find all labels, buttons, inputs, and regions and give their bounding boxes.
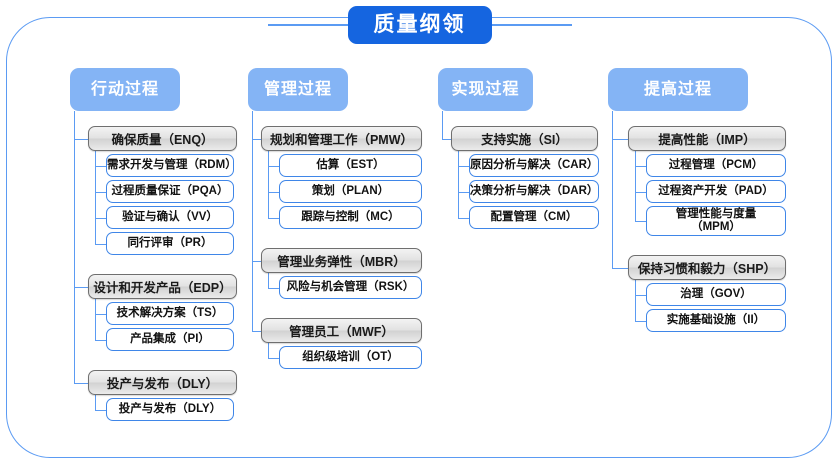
connector-elbow	[95, 243, 106, 245]
connector-trunk	[74, 111, 76, 383]
connector-elbow	[268, 217, 279, 219]
connector-elbow	[635, 294, 646, 296]
connector-trunk	[635, 280, 637, 321]
category-box[interactable]: 投产与发布（DLY）	[88, 370, 237, 395]
connector-trunk	[268, 273, 270, 288]
sub-item-box[interactable]: 组织级培训（OT）	[279, 346, 422, 369]
sub-item-box[interactable]: 验证与确认（VV）	[106, 206, 234, 229]
sub-item-box[interactable]: 过程管理（PCM）	[646, 154, 786, 177]
connector-elbow	[268, 191, 279, 193]
sub-item-box[interactable]: 原因分析与解决（CAR）	[469, 154, 599, 177]
sub-item-box[interactable]: 过程资产开发（PAD）	[646, 180, 786, 203]
connector-elbow	[95, 409, 106, 411]
connector-elbow	[95, 217, 106, 219]
category-box[interactable]: 管理员工（MWF）	[261, 318, 422, 343]
connector-elbow	[612, 267, 628, 269]
connector-trunk	[252, 111, 254, 331]
category-box[interactable]: 规划和管理工作（PMW）	[261, 126, 422, 151]
connector-trunk	[268, 151, 270, 218]
connector-elbow	[95, 313, 106, 315]
sub-item-box[interactable]: 实施基础设施（II）	[646, 309, 786, 332]
connector-elbow	[268, 357, 279, 359]
connector-trunk	[95, 151, 97, 244]
sub-item-box[interactable]: 策划（PLAN）	[279, 180, 422, 203]
connector-trunk	[442, 111, 444, 139]
column-header-4[interactable]: 提高过程	[608, 68, 748, 111]
category-box[interactable]: 确保质量（ENQ）	[88, 126, 237, 151]
connector-elbow	[458, 165, 469, 167]
connector-elbow	[252, 138, 261, 140]
category-box[interactable]: 设计和开发产品（EDP）	[88, 274, 237, 299]
connector-elbow	[635, 320, 646, 322]
category-box[interactable]: 支持实施（SI）	[451, 126, 598, 151]
connector-elbow	[74, 286, 88, 288]
connector-elbow	[635, 221, 646, 223]
sub-item-box[interactable]: 治理（GOV）	[646, 283, 786, 306]
column-header-3[interactable]: 实现过程	[438, 68, 533, 111]
connector-trunk	[95, 299, 97, 340]
connector-elbow	[612, 138, 628, 140]
sub-item-box[interactable]: 需求开发与管理（RDM）	[106, 154, 237, 177]
connector-elbow	[95, 339, 106, 341]
sub-item-box[interactable]: 产品集成（PI）	[106, 328, 234, 351]
sub-item-box[interactable]: 投产与发布（DLY）	[106, 398, 234, 421]
sub-item-box[interactable]: 配置管理（CM）	[469, 206, 599, 229]
connector-elbow	[635, 165, 646, 167]
connector-trunk	[458, 151, 460, 218]
connector-trunk	[95, 395, 97, 410]
connector-elbow	[252, 260, 261, 262]
column-header-1[interactable]: 行动过程	[70, 68, 180, 111]
sub-item-box[interactable]: 过程质量保证（PQA）	[106, 180, 234, 203]
sub-item-box[interactable]: 跟踪与控制（MC）	[279, 206, 422, 229]
connector-elbow	[458, 217, 469, 219]
connector-elbow	[268, 287, 279, 289]
sub-item-box[interactable]: 技术解决方案（TS）	[106, 302, 234, 325]
connector-elbow	[74, 382, 88, 384]
connector-elbow	[74, 138, 88, 140]
sub-item-box[interactable]: 估算（EST）	[279, 154, 422, 177]
connector-elbow	[442, 138, 451, 140]
category-box[interactable]: 保持习惯和毅力（SHP）	[628, 255, 786, 280]
sub-item-box[interactable]: 风险与机会管理（RSK）	[279, 276, 422, 299]
connector-elbow	[635, 191, 646, 193]
column-header-2[interactable]: 管理过程	[248, 68, 348, 111]
connector-elbow	[268, 165, 279, 167]
connector-trunk	[268, 343, 270, 358]
sub-item-box[interactable]: 决策分析与解决（DAR）	[469, 180, 599, 203]
sub-item-box[interactable]: 管理性能与度量（MPM）	[646, 206, 786, 236]
connector-trunk	[635, 151, 637, 221]
category-box[interactable]: 提高性能（IMP）	[628, 126, 786, 151]
connector-trunk	[612, 111, 614, 268]
connector-elbow	[252, 330, 261, 332]
sub-item-box[interactable]: 同行评审（PR）	[106, 232, 234, 255]
connector-elbow	[458, 191, 469, 193]
connector-elbow	[95, 191, 106, 193]
connector-elbow	[95, 165, 106, 167]
category-box[interactable]: 管理业务弹性（MBR）	[261, 248, 422, 273]
